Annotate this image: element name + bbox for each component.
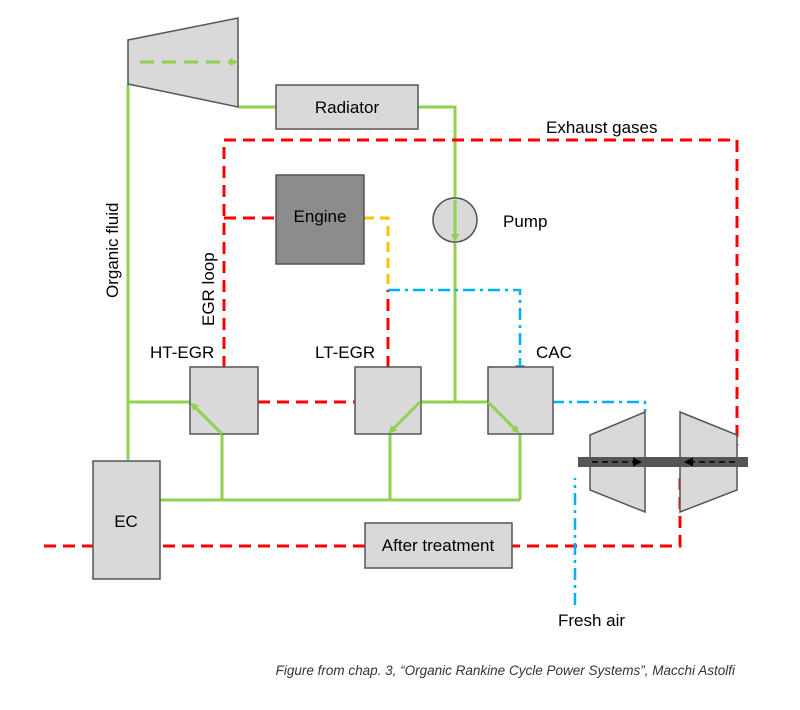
exhaust-main-loop (222, 138, 739, 445)
ht-egr-inner-arrow (190, 402, 224, 436)
ht-egr-label: HT-EGR (150, 343, 214, 362)
organic-fluid-circuit (126, 84, 522, 502)
cac-inner-arrow (486, 400, 520, 434)
engine (275, 174, 365, 265)
pump-label: Pump (503, 212, 547, 231)
exhaust-gases-label: Exhaust gases (546, 118, 658, 137)
compressor-to-cac-line (552, 400, 647, 412)
organic-fluid-label: Organic fluid (103, 203, 122, 298)
lt-egr-exchanger (354, 366, 422, 435)
after-treatment (364, 522, 513, 569)
lt-egr-label: LT-EGR (315, 343, 375, 362)
fresh-air-label: Fresh air (558, 611, 625, 630)
expander (127, 17, 239, 108)
ht-egr-exchanger (189, 366, 259, 435)
lt-egr-inner-arrow (388, 400, 422, 434)
cac-label: CAC (536, 343, 572, 362)
after-treatment-label: After treatment (382, 536, 495, 555)
radiator-label: Radiator (315, 98, 380, 117)
cac-to-engine-air-line (388, 288, 525, 374)
ec-label: EC (114, 512, 138, 531)
figure-caption: Figure from chap. 3, “Organic Rankine Cy… (276, 663, 736, 678)
engine-label: Engine (294, 207, 347, 226)
egr-loop-label: EGR loop (199, 252, 218, 326)
radiator-to-pump-line (418, 105, 457, 210)
radiator (275, 84, 419, 130)
turbo-shaft (578, 457, 748, 467)
engine-outlet-line (364, 216, 390, 290)
cac-exchanger (487, 366, 554, 435)
ec-exchanger (92, 460, 161, 580)
